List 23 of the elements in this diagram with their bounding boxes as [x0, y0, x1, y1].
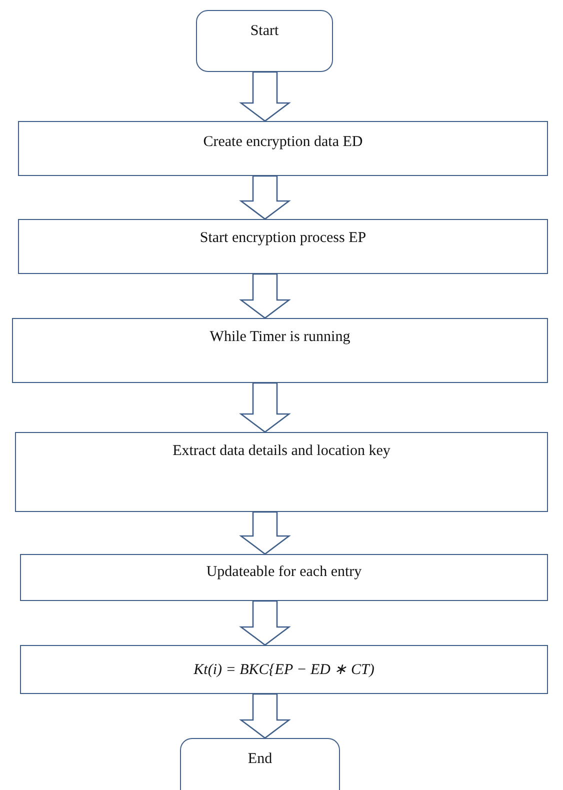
- block-arrow: [239, 511, 291, 555]
- process-box: [12, 318, 548, 383]
- step-text: Extract data details and location key: [172, 443, 392, 460]
- terminal-box: [180, 738, 340, 790]
- step-text: Create encryption data ED: [202, 134, 364, 151]
- step-text: Updateable for each entry: [205, 564, 363, 581]
- block-arrow: [239, 600, 291, 646]
- block-arrow: [239, 273, 291, 319]
- step-text: Kt(i) = BKC{EP − ED ∗ CT): [192, 661, 376, 679]
- process-box: [15, 432, 548, 512]
- step-text: End: [246, 751, 274, 768]
- process-box: [18, 219, 548, 274]
- step-text: Start: [249, 23, 280, 40]
- block-arrow: [239, 175, 291, 220]
- process-box: [18, 121, 548, 176]
- process-box: [20, 645, 548, 694]
- terminal-box: [196, 10, 333, 72]
- block-arrow: [239, 693, 291, 739]
- block-arrow: [239, 382, 291, 433]
- process-box: [20, 554, 548, 601]
- block-arrow: [239, 71, 291, 122]
- step-text: Start encryption process EP: [198, 230, 368, 247]
- step-text: While Timer is running: [208, 329, 352, 346]
